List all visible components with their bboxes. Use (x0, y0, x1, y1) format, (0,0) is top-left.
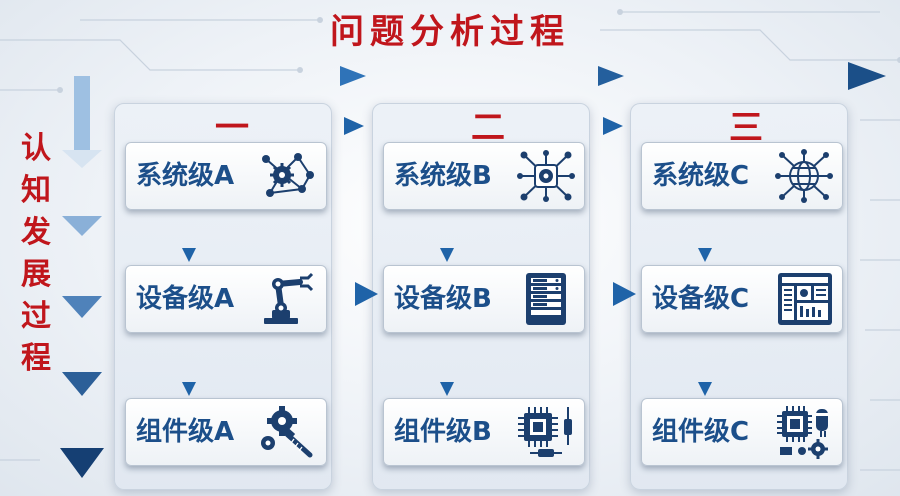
column-number-arrows (282, 117, 623, 135)
level-box-equipment-b: 设备级B (383, 265, 585, 333)
level-label: 组件级A (136, 417, 235, 447)
level-label: 设备级A (136, 284, 235, 314)
side-title-char: 过 (21, 299, 51, 334)
level-label: 组件级B (394, 417, 492, 447)
side-title-char: 展 (21, 257, 51, 292)
level-label: 系统级A (136, 161, 235, 191)
column-number-three: 三 (729, 108, 763, 148)
column-number-one: 一 (215, 108, 249, 148)
network-gears-icon (262, 153, 314, 197)
level-box-system-c: 系统级C (641, 142, 843, 210)
server-rack-icon (526, 273, 566, 325)
level-box-component-c: 组件级C (641, 398, 843, 466)
globe-network-icon (775, 149, 833, 203)
equipment-level-arrows (330, 282, 636, 306)
side-title-char: 程 (21, 341, 51, 376)
level-label: 系统级B (394, 161, 492, 191)
level-box-equipment-a: 设备级A (125, 265, 327, 333)
gear-network-icon (517, 150, 575, 202)
level-box-system-a: 系统级A (125, 142, 327, 210)
side-title-char: 发 (21, 215, 51, 250)
side-title-char: 认 (21, 131, 51, 166)
gear-screw-icon (261, 406, 313, 458)
level-box-component-a: 组件级A (125, 398, 327, 466)
level-label: 设备级B (394, 284, 492, 314)
side-title: 认 知 发 展 过 程 (14, 128, 58, 380)
level-box-equipment-c: 设备级C (641, 265, 843, 333)
level-box-system-b: 系统级B (383, 142, 585, 210)
side-title-char: 知 (21, 173, 51, 208)
level-label: 设备级C (652, 284, 750, 314)
level-label: 组件级C (652, 417, 750, 447)
level-label: 系统级C (652, 161, 750, 191)
control-panel-icon (778, 273, 832, 325)
chip-capacitor-gears-icon (777, 406, 828, 459)
level-box-component-b: 组件级B (383, 398, 585, 466)
chip-resistor-icon (518, 407, 572, 457)
left-cognition-arrow (60, 84, 104, 478)
robot-arm-icon (264, 272, 314, 324)
page-title: 问题分析过程 (330, 12, 570, 52)
vertical-level-arrows (182, 215, 712, 396)
column-number-two: 二 (471, 108, 505, 148)
